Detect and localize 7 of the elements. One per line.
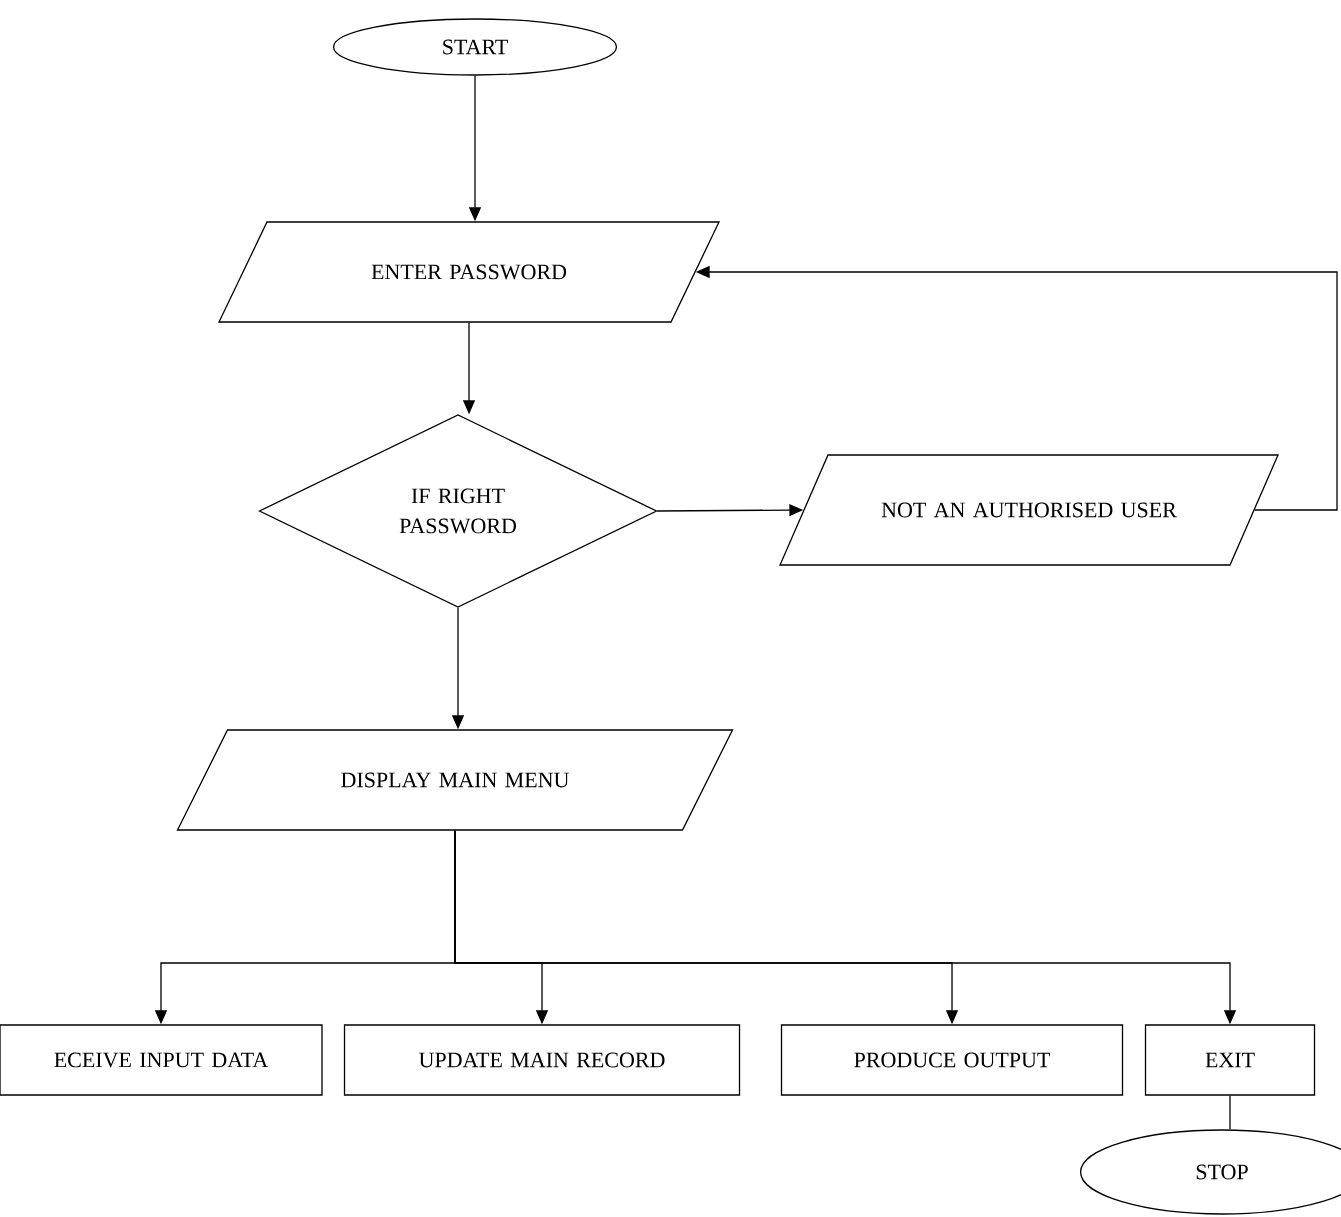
process-box: ECEIVE INPUT DATA	[0, 1024, 323, 1096]
terminal-oval: START	[332, 18, 618, 76]
input-output-parallelogram: DISPLAY MAIN MENU	[176, 729, 734, 831]
process-box: UPDATE MAIN RECORD	[343, 1024, 741, 1096]
input-output-parallelogram: NOT AN AUTHORISED USER	[779, 454, 1279, 566]
process-box: EXIT	[1144, 1024, 1316, 1096]
process-box: PRODUCE OUTPUT	[780, 1024, 1124, 1096]
